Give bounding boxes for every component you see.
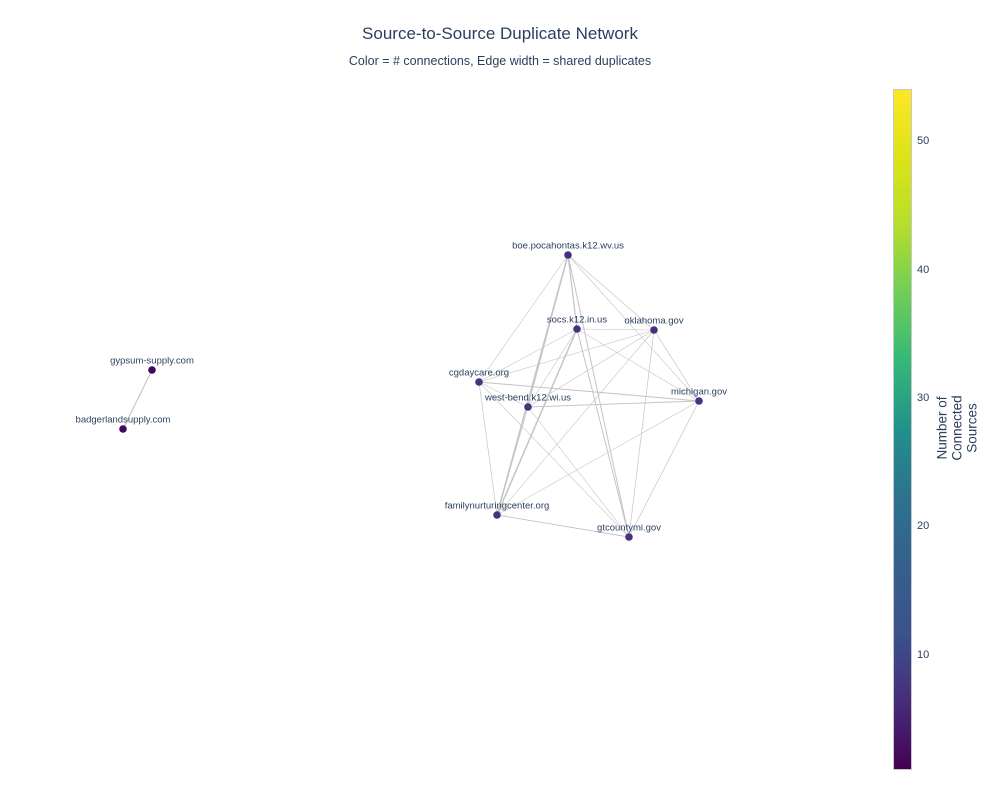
node-label: oklahoma.gov <box>624 316 683 327</box>
colorbar <box>893 89 912 770</box>
network-edge <box>496 400 700 516</box>
network-node-michigan.gov[interactable] <box>695 397 703 405</box>
colorbar-tick-label: 40 <box>917 263 930 276</box>
edge-layer <box>122 254 700 538</box>
node-label: badgerlandsupply.com <box>76 415 171 426</box>
network-edge <box>576 328 655 331</box>
network-edge <box>567 254 655 331</box>
network-node-badgerlandsupply.com[interactable] <box>119 425 127 433</box>
network-edge <box>527 328 578 408</box>
network-node-boe.pocahontas.k12.wv.us[interactable] <box>564 251 572 259</box>
network-edge <box>496 329 655 516</box>
network-edge <box>496 254 569 516</box>
colorbar-tick-label: 30 <box>917 391 930 404</box>
network-edge <box>478 381 700 402</box>
node-label: socs.k12.in.us <box>547 315 607 326</box>
node-label: familynurturingcenter.org <box>445 501 550 512</box>
node-layer <box>119 251 703 541</box>
network-edge <box>576 328 630 538</box>
network-edge <box>496 514 630 538</box>
colorbar-tick-label: 20 <box>917 520 930 533</box>
network-edge <box>478 328 578 383</box>
network-edge <box>496 406 529 516</box>
network-edge <box>496 328 578 516</box>
network-node-gtcountymi.gov[interactable] <box>625 533 633 541</box>
network-edge <box>527 329 655 408</box>
node-label: west-bend.k12.wi.us <box>484 393 571 404</box>
chart-title: Source-to-Source Duplicate Network <box>362 24 638 43</box>
network-edge <box>653 329 700 402</box>
network-node-cgdaycare.org[interactable] <box>475 378 483 386</box>
node-label: boe.pocahontas.k12.wv.us <box>512 241 624 252</box>
network-edge <box>567 254 630 538</box>
network-edge <box>478 381 630 538</box>
network-edge <box>576 328 700 402</box>
node-label: cgdaycare.org <box>449 368 509 379</box>
network-edge <box>567 254 578 330</box>
network-node-familynurturingcenter.org[interactable] <box>493 511 501 519</box>
network-edge <box>478 329 655 383</box>
network-edge <box>478 254 569 383</box>
network-edge <box>122 369 153 430</box>
node-label: michigan.gov <box>671 387 727 398</box>
chart-subtitle: Color = # connections, Edge width = shar… <box>348 54 652 68</box>
network-edge <box>567 254 700 402</box>
network-edge <box>478 381 529 408</box>
colorbar-tick-label: 10 <box>917 648 930 661</box>
network-edge <box>628 400 700 538</box>
network-edge <box>527 406 630 538</box>
network-node-oklahoma.gov[interactable] <box>650 326 658 334</box>
network-edge <box>527 400 700 408</box>
network-edge <box>478 381 498 516</box>
colorbar-title: Number of Connected Sources <box>934 395 980 461</box>
network-node-west-bend.k12.wi.us[interactable] <box>524 403 532 411</box>
colorbar-tick-label: 50 <box>917 135 930 148</box>
node-label-layer: boe.pocahontas.k12.wv.us socs.k12.in.us ok… <box>76 241 728 534</box>
node-label: gtcountymi.gov <box>597 523 661 534</box>
network-node-gypsum-supply.com[interactable] <box>148 366 156 374</box>
network-node-socs.k12.in.us[interactable] <box>573 325 581 333</box>
node-label: gypsum-supply.com <box>110 356 194 367</box>
